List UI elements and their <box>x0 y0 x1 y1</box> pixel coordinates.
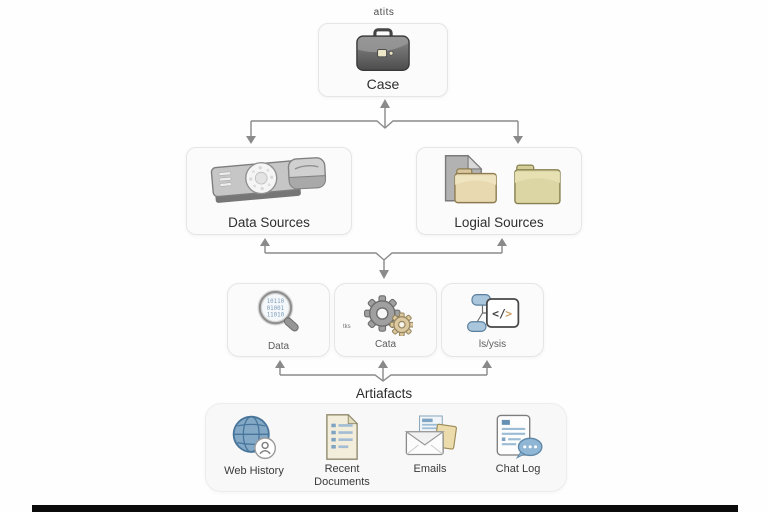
gears-icon <box>359 291 413 336</box>
case-label: Case <box>366 76 400 92</box>
svg-text:</: </ <box>492 306 506 320</box>
arrowhead-up-proc-0 <box>275 360 285 368</box>
logical-sources-label: Logial Sources <box>454 215 544 230</box>
process-node-analysis: </ > ls/ysis <box>441 283 544 357</box>
process-node-processing: tks <box>334 283 437 357</box>
arrowhead-down-data-sources <box>246 136 256 144</box>
arrowhead-down-logical-sources <box>513 136 523 144</box>
globe-history-icon <box>229 413 279 463</box>
arrowhead-up-right <box>497 238 507 246</box>
artifacts-title: Artiafacts <box>355 386 413 401</box>
arrowhead-down-process <box>379 270 389 279</box>
storage-device-icon <box>206 152 332 212</box>
logical-sources-node: Logial Sources <box>416 147 582 235</box>
arrowhead-up-proc-2 <box>482 360 492 368</box>
process-node-data-search: 10110 01001 11010 Data <box>227 283 330 357</box>
artifact-web-history: Web History <box>210 410 298 485</box>
artifacts-container: Web History Recent Documents <box>205 403 567 492</box>
envelope-icon <box>402 413 458 461</box>
svg-text:11010: 11010 <box>266 313 284 319</box>
briefcase-icon <box>354 28 412 73</box>
svg-text:01001: 01001 <box>266 306 284 312</box>
magnifier-binary-icon: 10110 01001 11010 <box>254 288 304 338</box>
artifact-recent-documents: Recent Documents <box>298 410 386 488</box>
arrowhead-up-case <box>380 99 390 108</box>
artifact-label: Emails <box>413 463 447 475</box>
process-data-label: Data <box>267 341 290 352</box>
chat-document-icon <box>491 413 545 461</box>
data-sources-label: Data Sources <box>228 215 310 230</box>
artifact-label: Web History <box>224 465 284 477</box>
artifact-label: Chat Log <box>495 463 541 475</box>
folders-icon <box>433 152 565 212</box>
case-node: Case <box>318 23 448 97</box>
process-analysis-label: ls/ysis <box>478 339 507 350</box>
svg-text:>: > <box>505 306 512 320</box>
process-cata-label: Cata <box>374 338 397 350</box>
data-sources-node: Data Sources <box>186 147 352 235</box>
artifact-label: Recent Documents <box>314 463 370 489</box>
bottom-bar <box>32 505 738 512</box>
document-icon <box>322 413 362 461</box>
arrowhead-up-proc-1 <box>378 360 388 368</box>
code-script-icon: </ > <box>465 290 521 336</box>
top-caption: atits <box>373 7 395 18</box>
svg-text:10110: 10110 <box>266 299 284 305</box>
gear-tiny-caption: tks <box>343 324 351 330</box>
artifact-chat-log: Chat Log <box>474 410 562 485</box>
arrowhead-up-left <box>260 238 270 246</box>
artifact-emails: Emails <box>386 410 474 485</box>
